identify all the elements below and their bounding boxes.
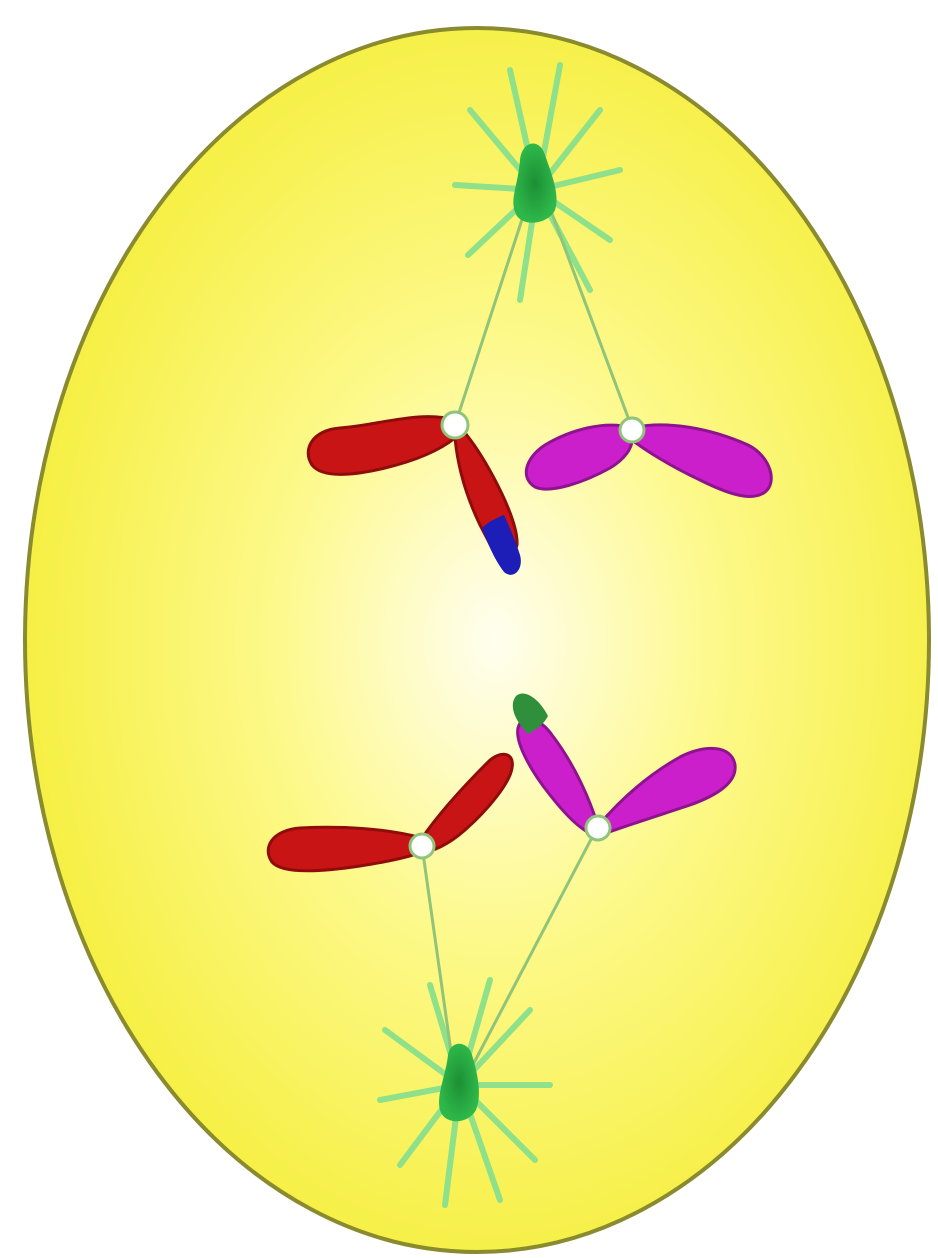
centromere bbox=[586, 816, 610, 840]
centromere bbox=[620, 418, 644, 442]
centromere bbox=[410, 834, 434, 858]
centromere bbox=[442, 412, 468, 438]
